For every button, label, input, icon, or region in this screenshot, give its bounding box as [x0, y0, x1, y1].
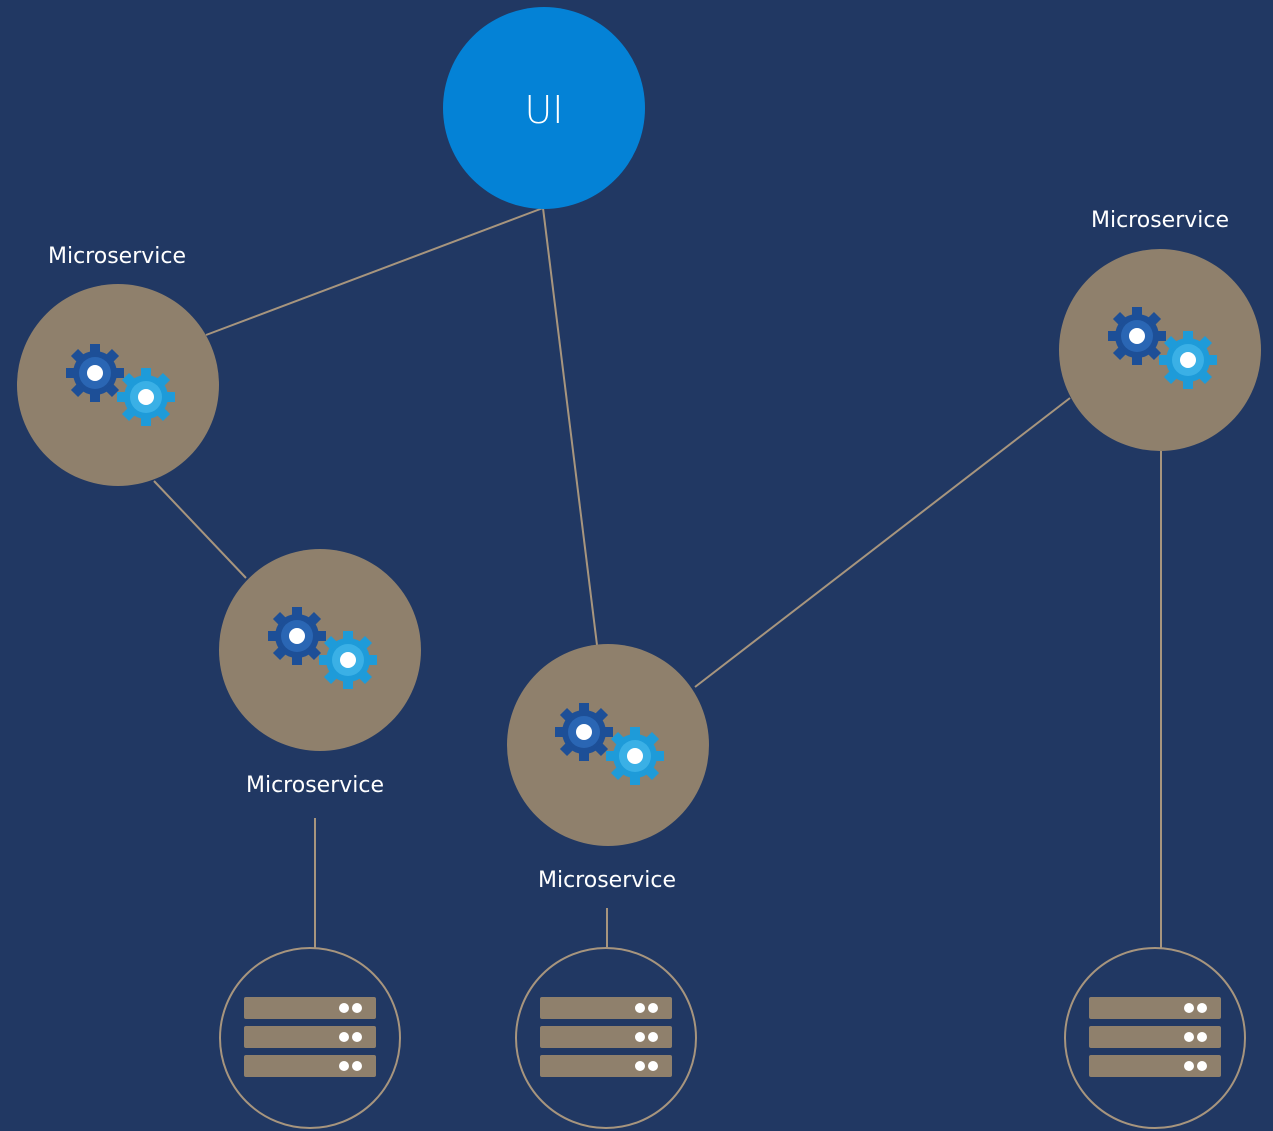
connector-ms-left-ms-mid [153, 480, 247, 579]
microservice-right[interactable]: Microservice [1059, 208, 1261, 451]
connectors [153, 207, 1162, 948]
ui-node-label: UI [524, 88, 563, 132]
database-mid[interactable] [219, 947, 401, 1129]
microservice-mid-circle [219, 549, 421, 751]
microservice-right-circle [1059, 249, 1261, 451]
microservice-center[interactable]: Microservice [507, 644, 709, 893]
microservice-left-label: Microservice [48, 244, 186, 269]
ui-node-circle [443, 7, 645, 209]
connector-ui-ms-center [542, 207, 598, 646]
microservice-left[interactable]: Microservice [17, 244, 219, 486]
database-right[interactable] [1064, 947, 1246, 1129]
connector-ms-center-ms-right [694, 397, 1071, 688]
database-right-circle [1064, 947, 1246, 1129]
database-server-icon [244, 997, 376, 1077]
database-mid-circle [219, 947, 401, 1129]
connector-ui-ms-left [205, 207, 544, 336]
database-server-icon [540, 997, 672, 1077]
microservice-left-circle [17, 284, 219, 486]
microservice-mid-label: Microservice [246, 773, 384, 798]
microservice-center-label: Microservice [538, 868, 676, 893]
database-center[interactable] [515, 947, 697, 1129]
database-center-circle [515, 947, 697, 1129]
microservice-center-circle [507, 644, 709, 846]
microservice-right-label: Microservice [1091, 208, 1229, 233]
database-server-icon [1089, 997, 1221, 1077]
ui-node[interactable]: UI [443, 7, 645, 209]
microservice-mid[interactable]: Microservice [219, 549, 421, 798]
